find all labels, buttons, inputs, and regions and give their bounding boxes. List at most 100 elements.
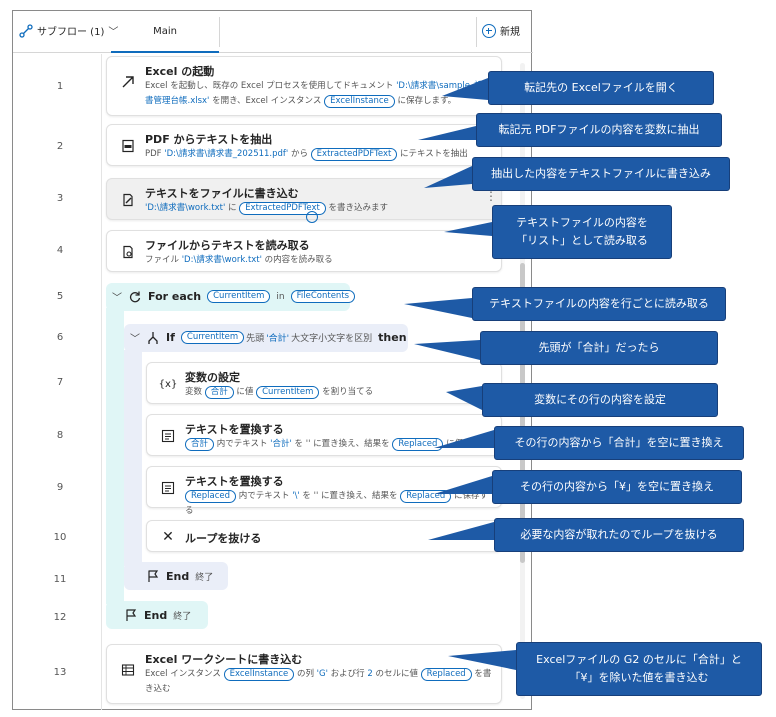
variable-pill[interactable]: ExcelInstance [324,95,395,108]
variable-pill[interactable]: ExcelInstance [223,668,295,681]
variable-pill[interactable]: CurrentItem [256,386,320,399]
action-title: テキストを置換する [185,475,284,488]
tab-divider [219,17,220,47]
action-title: テキストをファイルに書き込む [145,187,299,200]
callout-line: 「¥」を除いた値を書き込む [569,671,709,684]
replace-text-icon [159,427,177,445]
if-body [124,350,142,566]
variable-pill[interactable]: ExtractedPDFText [310,148,398,161]
if-block[interactable] [124,324,408,352]
line-number: 8 [56,430,64,441]
callout-note: 転記元 PDFファイルの内容を変数に抽出 [476,113,722,147]
callout-note: Excelファイルの G2 のセルに「合計」と 「¥」を除いた値を書き込む [516,642,762,696]
action-description: ファイル 'D:\請求書\work.txt' の内容を読み取る [145,255,333,265]
callout-line: テキストファイルの内容を [516,216,648,229]
line-number: 5 [56,291,64,302]
new-subflow-button[interactable]: 新規 [482,23,520,38]
keyword: If [166,331,175,344]
tab-bar: サブフロー (1) ﹀ Main 新規 [13,11,533,53]
action-description: 合計 内でテキスト '合計' を '' に置き換え、結果を Replaced に… [185,437,493,452]
edit-file-icon [119,191,137,209]
keyword: End [166,569,190,583]
keyword: For each [148,290,202,303]
pdf-icon [119,137,137,155]
variable-pill[interactable]: CurrentItem [180,331,245,344]
callout-note: 先頭が「合計」だったら [480,331,718,365]
variable-pill[interactable]: 合計 [204,386,234,399]
line-number: 12 [53,612,67,623]
line-number: 3 [56,193,64,204]
loop-icon [129,291,141,302]
keyword-then: then [378,331,407,344]
action-read-text-file[interactable]: ファイルからテキストを読み取る ファイル 'D:\請求書\work.txt' の… [106,230,502,272]
action-title: Excel ワークシートに書き込む [145,653,303,666]
chevron-down-icon[interactable]: ﹀ [130,334,140,345]
variable-icon: {x} [158,378,178,390]
variable-pill[interactable]: 合計 [185,438,215,451]
action-description: 変数 合計 に値 CurrentItem を割り当てる [185,386,374,399]
variable-pill[interactable]: Replaced [400,490,452,503]
line-number: 11 [53,574,67,585]
variable-pill[interactable]: CurrentItem [207,290,271,303]
end-if-block[interactable] [124,562,228,590]
cursor-indicator [306,211,318,223]
callout-note: 抽出した内容をテキストファイルに書き込み [472,157,730,191]
callout-note: その行の内容から「¥」を空に置き換え [492,470,742,504]
callout-note: テキストファイルの内容を行ごとに読み取る [472,287,726,321]
action-title: ループを抜ける [185,532,262,545]
callout-note: 転記先の Excelファイルを開く [488,71,714,105]
arrow-up-right-icon [119,73,137,91]
end-for-each-row: End 終了 [124,608,191,622]
action-exit-loop[interactable]: ✕ ループを抜ける [146,520,502,552]
variable-pill[interactable]: FileContents [290,290,356,303]
subflow-icon [19,23,33,38]
read-file-icon [119,243,137,261]
excel-icon [119,661,137,679]
flag-icon [126,609,137,621]
variable-pill[interactable]: Replaced [392,438,444,451]
subflow-label: サブフロー (1) [37,27,105,38]
for-each-body [106,308,124,604]
more-options-icon[interactable]: ⋮ [485,189,497,203]
action-extract-pdf-text[interactable]: PDF からテキストを抽出 PDF 'D:\請求書\請求書_202511.pdf… [106,124,502,166]
keyword: End [144,608,168,622]
variable-pill[interactable]: Replaced [420,668,472,681]
new-divider [476,17,477,47]
action-title: テキストを置換する [185,423,284,436]
callout-note: 必要な内容が取れたのでループを抜ける [494,518,744,552]
new-label: 新規 [500,27,520,38]
subflow-dropdown[interactable]: サブフロー (1) ﹀ [19,23,118,38]
for-each-row: ﹀ For each CurrentItem in FileContents [112,289,356,304]
action-description: PDF 'D:\請求書\請求書_202511.pdf' から Extracted… [145,148,468,161]
gutter-divider [101,54,102,710]
variable-pill[interactable]: ExtractedPDFText [239,202,326,215]
keyword-in: in [276,291,285,302]
replace-text-icon [159,479,177,497]
line-number: 9 [56,482,64,493]
action-replace-text[interactable]: テキストを置換する 合計 内でテキスト '合計' を '' に置き換え、結果を … [146,414,502,456]
line-number: 4 [56,245,64,256]
end-if-row: End 終了 [146,569,213,583]
line-number: 13 [53,667,67,678]
line-number: 1 [56,81,64,92]
callout-note: 変数にその行の内容を設定 [482,383,718,417]
action-set-variable[interactable]: {x} 変数の設定 変数 合計 に値 CurrentItem を割り当てる [146,362,502,404]
action-description: Excel を起動し、既存の Excel プロセスを使用してドキュメント 'D:… [145,81,492,108]
action-launch-excel[interactable]: Excel の起動 Excel を起動し、既存の Excel プロセスを使用して… [106,56,502,116]
action-write-excel-worksheet[interactable]: Excel ワークシートに書き込む Excel インスタンス ExcelInst… [106,644,502,704]
end-label: 終了 [173,611,192,622]
action-replace-text[interactable]: テキストを置換する Replaced 内でテキスト '\' を '' に置き換え… [146,466,502,516]
variable-pill[interactable]: Replaced [185,490,237,503]
action-title: PDF からテキストを抽出 [145,133,273,146]
chevron-down-icon[interactable]: ﹀ [112,293,122,304]
action-write-text-file[interactable]: テキストをファイルに書き込む 'D:\請求書\work.txt' に Extra… [106,178,502,220]
action-description: Replaced 内でテキスト '\' を '' に置き換え、結果を Repla… [185,490,488,516]
tab-main[interactable]: Main [111,11,219,53]
chevron-down-icon: ﹀ [108,27,119,38]
line-number: 7 [56,377,64,388]
close-icon: ✕ [162,529,174,545]
callout-line: 「リスト」として読み取る [516,234,648,247]
callout-line: Excelファイルの G2 のセルに「合計」と [536,653,742,666]
end-for-each-block[interactable] [106,601,208,629]
